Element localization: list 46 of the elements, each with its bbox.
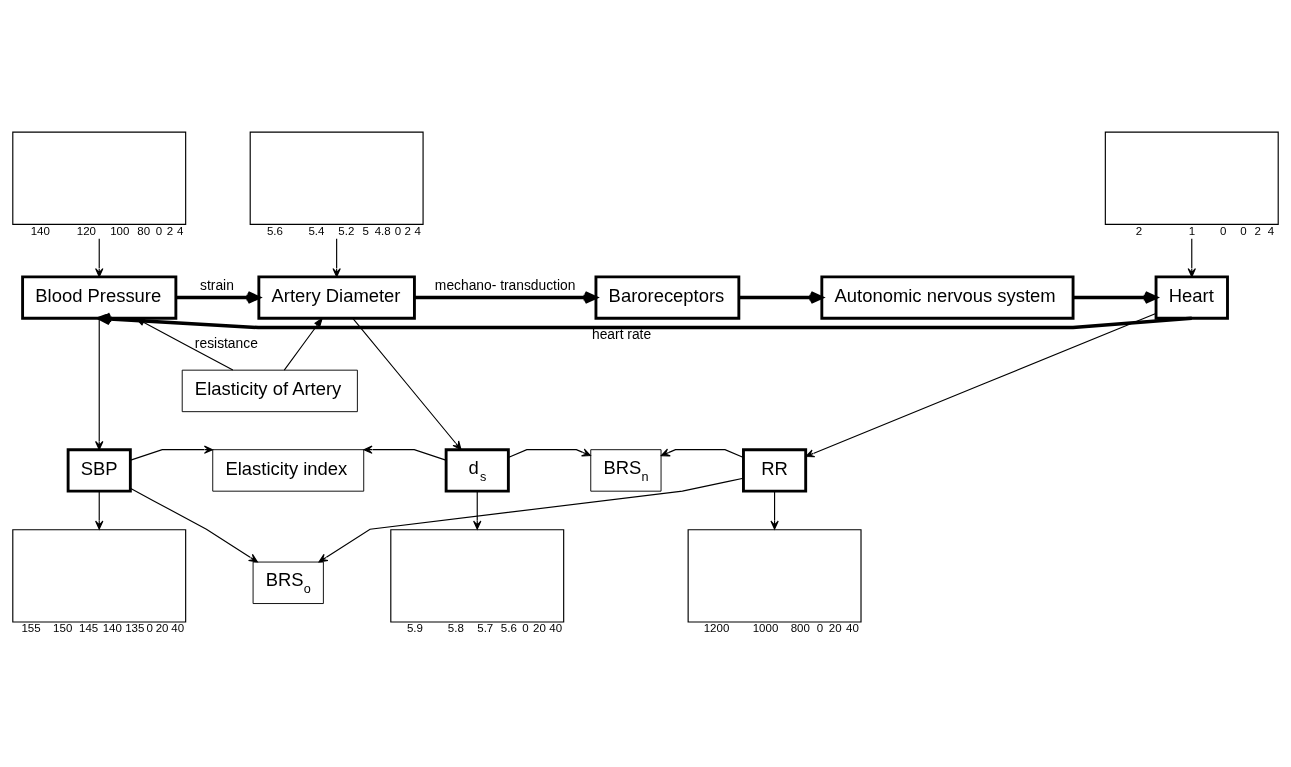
node-label: 5.4 — [308, 224, 325, 237]
node-label: 135 — [125, 621, 145, 634]
node-label: 40 — [549, 621, 563, 634]
node-label: 2 — [404, 224, 412, 237]
node-label: 0 — [1240, 224, 1247, 237]
node-label: 0 — [155, 224, 163, 237]
node-label: 150 — [53, 621, 73, 634]
node-label: 0 — [146, 621, 153, 634]
node-label: 4.8 — [374, 224, 391, 237]
node-label: 20 — [533, 621, 546, 634]
node-label: 155 — [21, 621, 41, 634]
node-label: 2 — [166, 224, 174, 237]
node-label: 5.6 — [500, 621, 517, 634]
edge-label: mechano- transduction — [434, 276, 576, 293]
node-label: 20 — [828, 621, 842, 634]
node-label: 5.6 — [266, 224, 283, 237]
node-label: 5.2 — [338, 224, 355, 237]
node-label: 5.8 — [447, 621, 464, 634]
node-label: 0 — [522, 621, 529, 634]
edge-label: heart rate — [591, 325, 652, 342]
node-label: 80 — [137, 224, 151, 237]
node-label: 40 — [171, 621, 185, 634]
node-label: 2 — [1135, 224, 1143, 237]
edge-label: resistance — [194, 334, 258, 351]
node-label: 40 — [846, 621, 859, 634]
node-label: 100 — [110, 224, 130, 237]
node-label: 800 — [790, 621, 810, 634]
node-label: 1000 — [752, 621, 779, 634]
node-label: 5.7 — [477, 621, 494, 634]
node-label: 20 — [155, 621, 169, 634]
node-label: 0 — [816, 621, 824, 634]
node-label: 4 — [1267, 224, 1275, 237]
node-label: 0 — [394, 224, 402, 237]
node-label: 140 — [30, 224, 50, 237]
node-label: 0 — [1220, 224, 1227, 237]
node-label: 5 — [362, 224, 369, 237]
node-label: 120 — [76, 224, 96, 237]
node-label: 4 — [177, 224, 184, 237]
node-label: 140 — [102, 621, 122, 634]
edge-label: strain — [200, 276, 234, 293]
node-label: 1200 — [703, 621, 730, 634]
node-label: 2 — [1254, 224, 1261, 237]
node-label: 1 — [1188, 224, 1196, 237]
node-label: 4 — [414, 224, 421, 237]
node-label: 145 — [79, 621, 99, 634]
node-label: 5.9 — [406, 621, 423, 634]
